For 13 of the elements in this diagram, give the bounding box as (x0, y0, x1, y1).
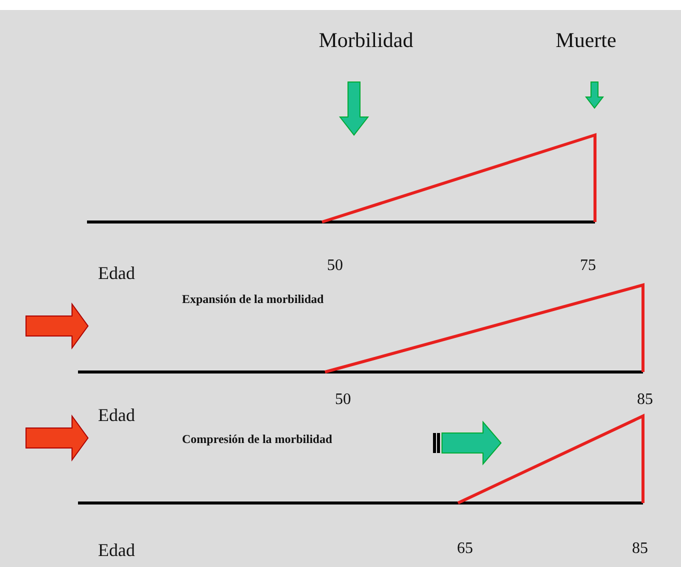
panel-title: Compresión de la morbilidad (182, 433, 332, 445)
tick-label: 65 (457, 541, 473, 557)
tick-label: 75 (580, 258, 596, 274)
axis-label: Morbilidad (318, 30, 414, 51)
panel-title: Expansión de la morbilidad (182, 293, 324, 305)
tick-label: 85 (637, 392, 653, 408)
tick-label: 50 (335, 392, 351, 408)
tick-label: 85 (632, 541, 648, 557)
tick-label: 50 (327, 258, 343, 274)
axis-label: Edad (98, 406, 135, 424)
axis-label: Edad (98, 541, 135, 559)
axis-label: Muerte (556, 30, 616, 51)
axis-label: Edad (98, 264, 135, 282)
